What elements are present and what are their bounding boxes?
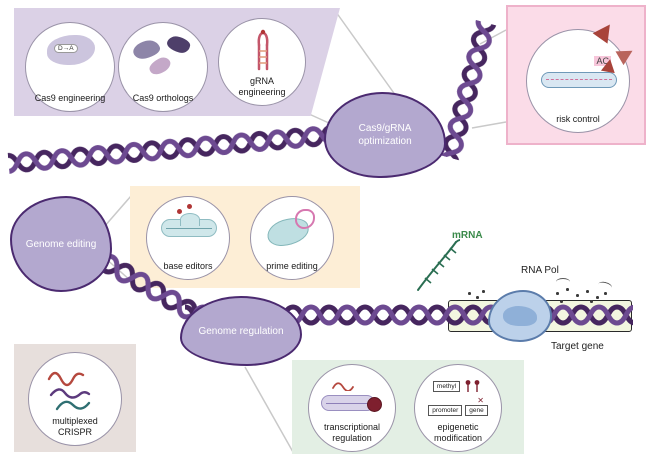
ortholog-blob-icon bbox=[165, 34, 192, 55]
mrna-transcript-icon bbox=[417, 238, 460, 291]
circle-label: Cas9 engineering bbox=[34, 93, 106, 104]
genome-regulation-blob: Genome regulation bbox=[180, 296, 302, 366]
methyl-row: methyl bbox=[422, 379, 494, 393]
base-edit-dot-icon bbox=[177, 209, 182, 214]
blob-label: Genome editing bbox=[25, 238, 97, 250]
promoter-gene-row: ✕ promoter gene bbox=[422, 396, 494, 416]
circle-epigenetic-modification: methyl ✕ promoter gene epigenetic modifi… bbox=[414, 364, 502, 452]
speckle-dot bbox=[566, 288, 569, 291]
grna-hairpin-icon bbox=[257, 29, 269, 71]
base-edit-dot-icon bbox=[187, 204, 192, 209]
circle-label: prime editing bbox=[266, 261, 318, 272]
speckle-dot bbox=[596, 296, 599, 299]
circle-cas9-orthologs: Cas9 orthologs bbox=[118, 22, 208, 112]
motion-arc-icon bbox=[556, 278, 570, 286]
speckle-dot bbox=[604, 292, 607, 295]
dna-helix-top bbox=[7, 121, 339, 179]
cas9-protein-icon: D→A bbox=[47, 35, 95, 65]
circle-multiplexed-crispr: multiplexed CRISPR bbox=[28, 352, 122, 446]
circle-label: epigenetic modification bbox=[433, 422, 482, 444]
methyl-lollipop-icon bbox=[465, 380, 480, 392]
circle-base-editors: base editors bbox=[146, 196, 230, 280]
speckle-dot bbox=[560, 300, 563, 303]
d-to-a-tag: D→A bbox=[54, 44, 78, 53]
speckle-dot bbox=[476, 296, 479, 299]
promoter-box: promoter bbox=[428, 405, 463, 416]
circle-label: multiplexed CRISPR bbox=[52, 416, 98, 438]
blocked-methylation-icon: ✕ bbox=[477, 396, 484, 405]
circle-cas9-engineering: D→A Cas9 engineering bbox=[25, 22, 115, 112]
rna-squiggle-icon bbox=[332, 382, 354, 391]
genome-editing-blob: Genome editing bbox=[10, 196, 112, 292]
dna-duplex-icon bbox=[321, 395, 375, 411]
speckle-dot bbox=[576, 294, 579, 297]
gene-box: gene bbox=[465, 405, 488, 416]
circle-prime-editing: prime editing bbox=[250, 196, 334, 280]
ortholog-blob-icon bbox=[131, 37, 162, 62]
ac-mutation-tag: AC bbox=[594, 56, 611, 66]
panel-cas9-grna-optimization: D→A Cas9 engineering Cas9 orthologs g bbox=[14, 8, 340, 116]
cas9-orthologs-icon bbox=[119, 34, 207, 78]
dna-helix-vertical bbox=[435, 18, 499, 162]
rna-pol-label: RNA Pol bbox=[521, 265, 559, 276]
methyl-box: methyl bbox=[432, 380, 461, 392]
peg-rna-loop-icon bbox=[295, 209, 315, 229]
circle-label: gRNA engineering bbox=[238, 76, 286, 98]
panel-regulation-tools: transcriptional regulation methyl ✕ prom… bbox=[292, 360, 524, 454]
blob-label: Genome regulation bbox=[198, 325, 284, 337]
circle-transcriptional-regulation: transcriptional regulation bbox=[308, 364, 396, 452]
speckle-dot bbox=[586, 290, 589, 293]
cas9-grna-optimization-blob: Cas9/gRNA optimization bbox=[324, 92, 446, 178]
speckle-dot bbox=[556, 292, 559, 295]
effector-domain-icon bbox=[367, 397, 382, 412]
speckle-dot bbox=[468, 292, 471, 295]
base-editor-dna-icon bbox=[161, 213, 217, 237]
panel-risk-control: AC risk control bbox=[506, 5, 646, 145]
rna-polymerase-inner bbox=[503, 306, 537, 326]
blob-label: Cas9/gRNA optimization bbox=[358, 123, 412, 147]
circle-label: base editors bbox=[163, 261, 213, 272]
circle-risk-control: AC risk control bbox=[526, 29, 630, 133]
speckle-dot bbox=[590, 300, 593, 303]
circle-label: transcriptional regulation bbox=[323, 422, 380, 444]
multiplex-grna-squiggles-icon bbox=[47, 371, 91, 411]
panel-editing-tools: base editors prime editing bbox=[130, 186, 360, 288]
panel-multiplexed-crispr: multiplexed CRISPR bbox=[14, 344, 136, 452]
speckle-dot bbox=[482, 290, 485, 293]
circle-grna-engineering: gRNA engineering bbox=[218, 18, 306, 106]
rna-polymerase-blob bbox=[488, 290, 552, 342]
epigenetic-icon-group: methyl ✕ promoter gene bbox=[422, 379, 494, 416]
motion-arc-icon bbox=[597, 280, 613, 292]
circle-label: Cas9 orthologs bbox=[132, 93, 194, 104]
target-gene-label: Target gene bbox=[551, 341, 604, 352]
dna-duplex-icon bbox=[541, 72, 617, 88]
ortholog-blob-icon bbox=[147, 54, 173, 78]
circle-label: risk control bbox=[556, 114, 600, 125]
risk-triangle-icon bbox=[600, 57, 618, 74]
mrna-label: mRNA bbox=[452, 230, 483, 241]
